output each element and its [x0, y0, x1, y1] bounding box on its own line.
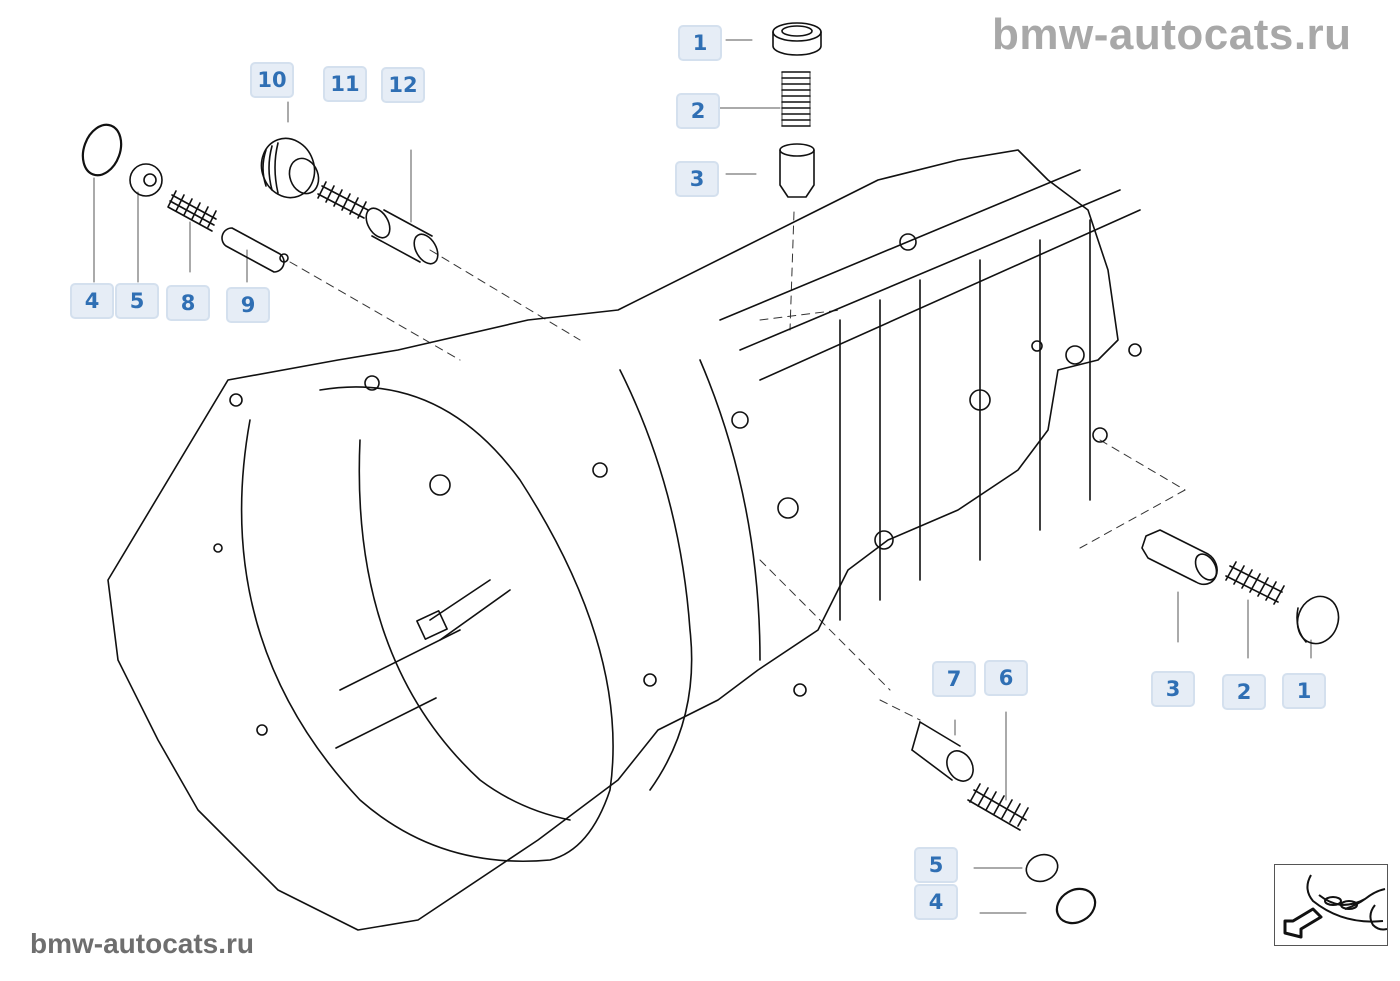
- leader-lines: [93, 39, 1312, 914]
- callout-5-bottom[interactable]: 5: [914, 847, 958, 883]
- part-7-sleeve-bottom: [911, 721, 974, 782]
- part-2-spring-right: [1225, 561, 1285, 605]
- part-3-pin-right: [1141, 529, 1218, 586]
- assembly-dash-lines: [289, 211, 1186, 721]
- watermark-top: bmw-autocats.ru: [992, 10, 1352, 59]
- previous-diagram-button[interactable]: [1274, 864, 1388, 946]
- part-5-retainer-left: [129, 163, 163, 197]
- callout-8[interactable]: 8: [166, 285, 210, 321]
- callout-9[interactable]: 9: [226, 287, 270, 323]
- callout-4-bottom[interactable]: 4: [914, 884, 958, 920]
- transmission-housing: [107, 149, 1142, 931]
- part-11-spring-upper: [317, 181, 369, 219]
- callout-6[interactable]: 6: [984, 660, 1028, 696]
- part-4-circlip-left: [81, 123, 123, 177]
- part-3-pin-top: [779, 143, 815, 198]
- part-12-sleeve-upper: [365, 207, 439, 265]
- callout-1-top[interactable]: 1: [678, 25, 722, 61]
- part-1-cap-right: [1296, 595, 1340, 645]
- callout-5-left[interactable]: 5: [115, 283, 159, 319]
- part-10-threaded-plug: [260, 137, 320, 199]
- callout-2-top[interactable]: 2: [676, 93, 720, 129]
- part-1-cap-top: [772, 22, 822, 56]
- watermark-bottom: bmw-autocats.ru: [30, 928, 255, 959]
- part-8-spring-left: [167, 190, 217, 232]
- part-9-lever-left: [221, 227, 289, 273]
- callout-10[interactable]: 10: [250, 62, 294, 98]
- callout-12[interactable]: 12: [381, 67, 425, 103]
- callout-2-right[interactable]: 2: [1222, 674, 1266, 710]
- callout-3-top[interactable]: 3: [675, 161, 719, 197]
- part-5-cap-bottom: [1025, 853, 1059, 883]
- part-6-spring-bottom: [967, 783, 1029, 831]
- part-4-circlip-bottom: [1055, 887, 1097, 925]
- callout-11[interactable]: 11: [323, 66, 367, 102]
- callout-4-left[interactable]: 4: [70, 283, 114, 319]
- part-2-spring-top: [781, 71, 811, 127]
- callout-1-right[interactable]: 1: [1282, 673, 1326, 709]
- callout-7[interactable]: 7: [932, 661, 976, 697]
- callout-3-right[interactable]: 3: [1151, 671, 1195, 707]
- previous-diagram-arrow-icon: [1283, 874, 1388, 939]
